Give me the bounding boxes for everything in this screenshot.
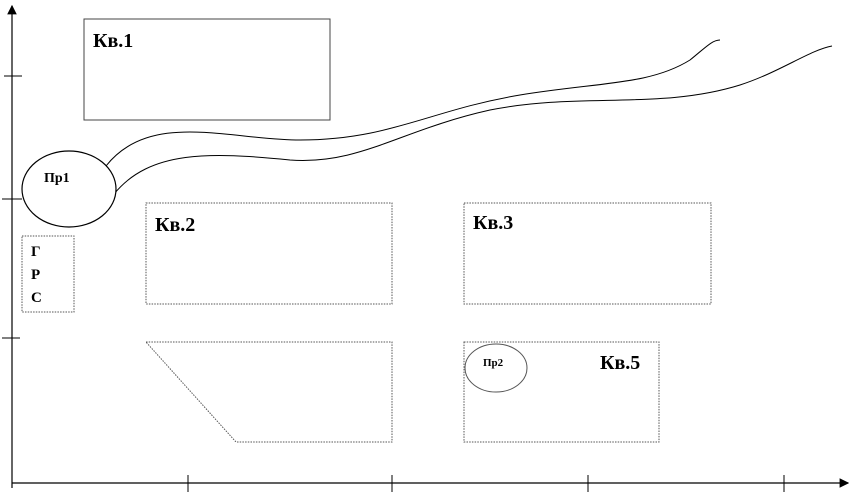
enterprise-2: Пр2 (464, 343, 528, 393)
grs-station: Г Р С (21, 235, 75, 313)
block-1: Кв.1 (83, 18, 331, 121)
enterprise-1-outline (21, 150, 117, 228)
block-trapezoid-outline (144, 341, 393, 443)
block-3-outline (463, 202, 712, 305)
block-2-label: Кв.2 (155, 214, 195, 236)
block-1-outline (83, 18, 331, 121)
block-1-label: Кв.1 (93, 30, 133, 52)
grs-label-line-3: С (31, 290, 42, 306)
enterprise-1: Пр1 (21, 150, 117, 228)
grs-label-line-2: Р (31, 267, 40, 283)
pipeline-line-lower (113, 45, 833, 195)
axes (2, 4, 850, 492)
block-2: Кв.2 (145, 202, 393, 305)
grs-station-outline (21, 235, 75, 313)
gas-pipeline (105, 39, 833, 195)
enterprise-2-label: Пр2 (483, 357, 504, 369)
block-3-label: Кв.3 (473, 212, 513, 234)
block-5-label: Кв.5 (600, 352, 640, 374)
enterprise-1-label: Пр1 (44, 171, 70, 186)
enterprise-2-outline (464, 343, 528, 393)
pipeline-line-upper (105, 39, 721, 167)
block-2-outline (145, 202, 393, 305)
block-5: Кв.5 (463, 341, 660, 443)
block-trapezoid (144, 341, 393, 443)
block-5-outline (463, 341, 660, 443)
grs-label-line-1: Г (31, 244, 41, 260)
block-3: Кв.3 (463, 202, 712, 305)
